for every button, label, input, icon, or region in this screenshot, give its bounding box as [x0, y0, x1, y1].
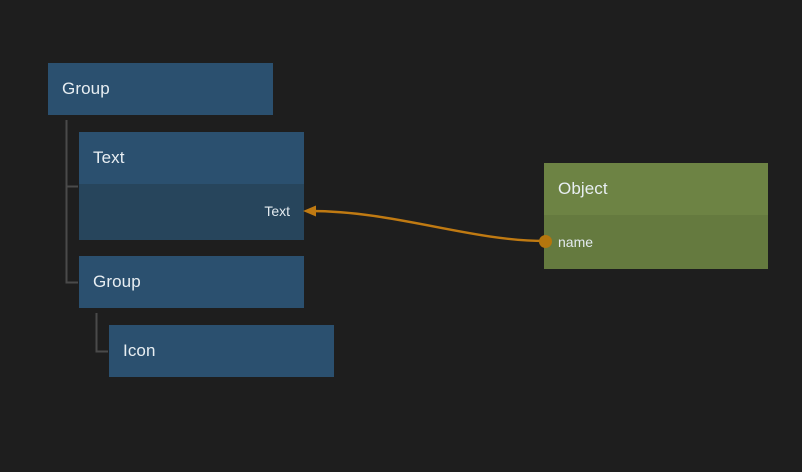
node-group-child[interactable]: Group	[79, 256, 304, 308]
node-icon[interactable]: Icon	[109, 325, 334, 377]
node-object-title: Object	[544, 163, 768, 215]
node-group-child-title: Group	[79, 256, 304, 308]
node-text[interactable]: Text Text	[79, 132, 304, 240]
tree-line-root-spine	[65, 120, 78, 284]
edge-name-to-text[interactable]	[308, 209, 547, 243]
node-group-root[interactable]: Group	[48, 63, 273, 115]
tree-line-branch-icon	[95, 313, 108, 353]
node-text-row-text[interactable]: Text	[79, 184, 304, 238]
node-group-root-title: Group	[48, 63, 273, 115]
node-text-title: Text	[79, 132, 304, 184]
node-object[interactable]: Object name	[544, 163, 768, 269]
node-icon-title: Icon	[109, 325, 334, 377]
port-dot-name-icon[interactable]	[539, 235, 552, 248]
edge-arrowhead-icon	[303, 205, 316, 217]
node-object-row-name[interactable]: name	[544, 215, 768, 269]
